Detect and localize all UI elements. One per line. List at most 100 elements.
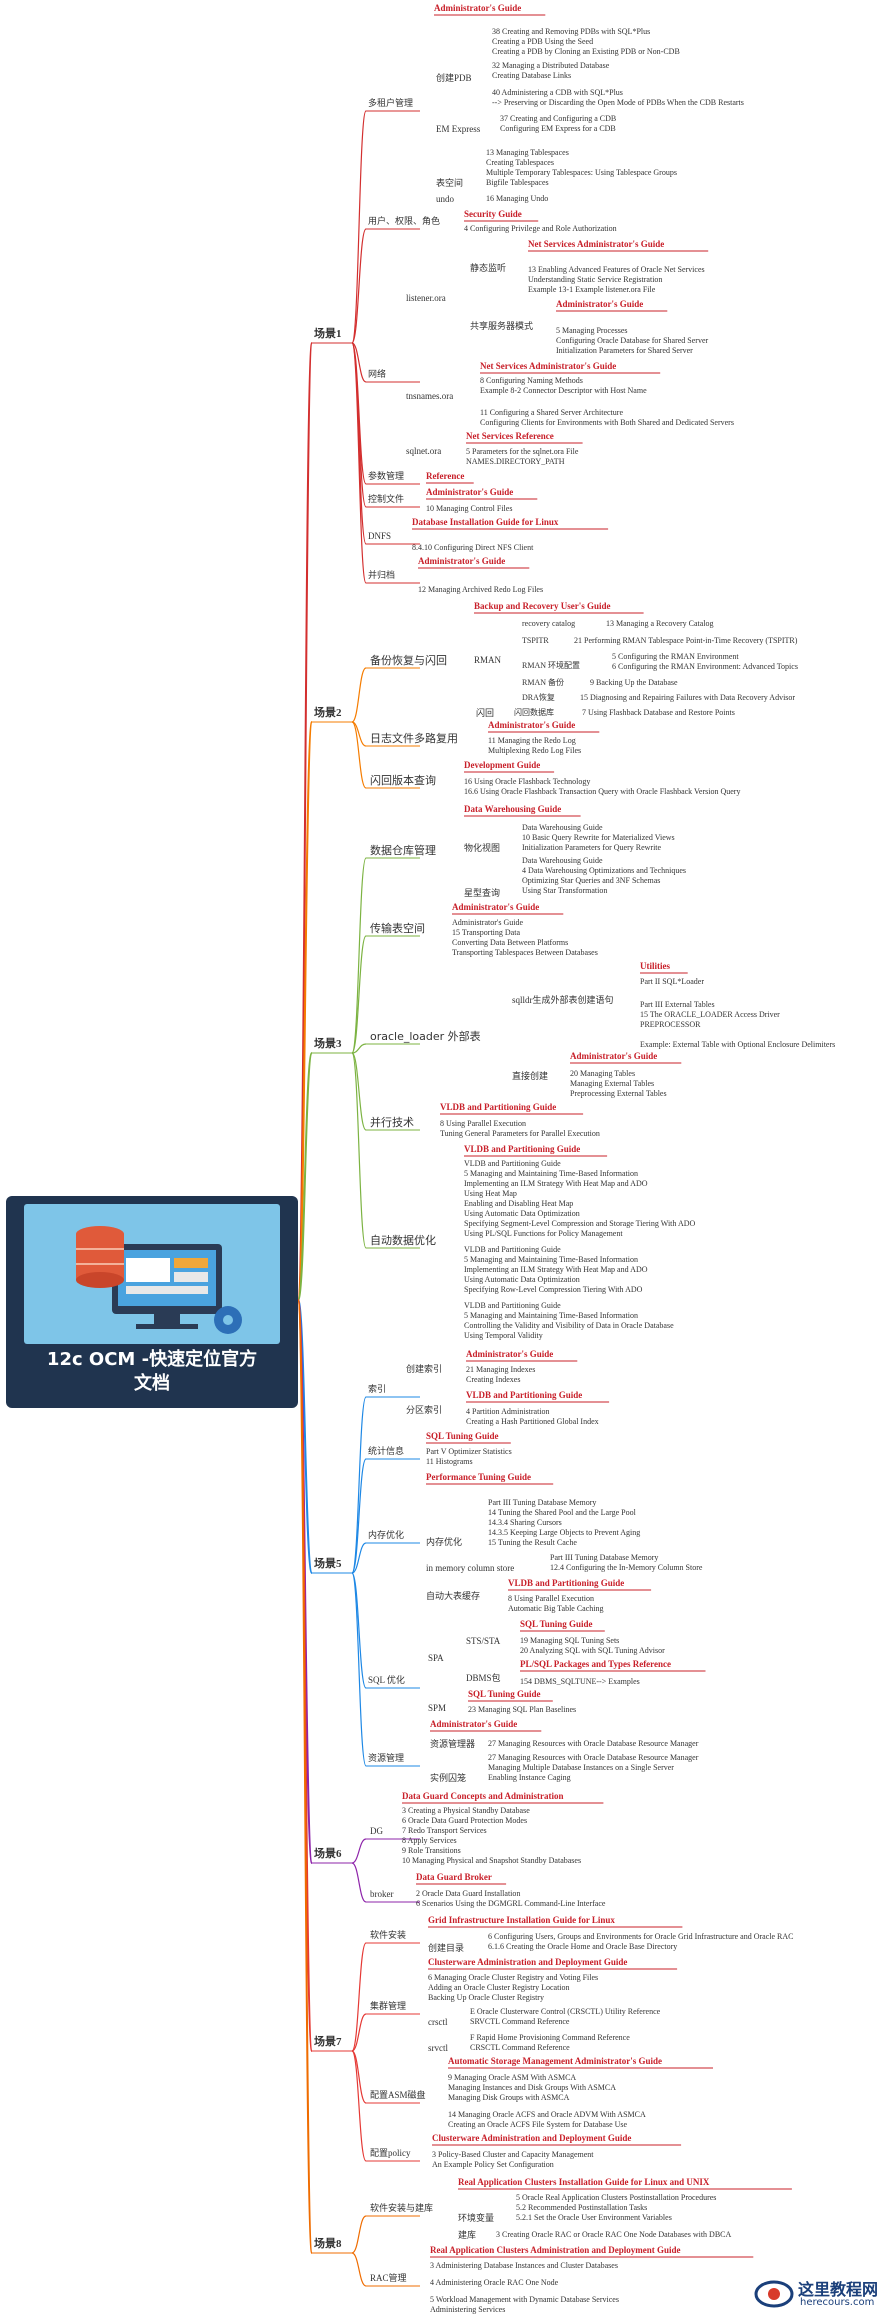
guide-title: Data Guard Concepts and Administration bbox=[402, 1791, 564, 1801]
leaf-label: Creating Database Links bbox=[492, 71, 572, 80]
leaf-label: 14.3.5 Keeping Large Objects to Prevent … bbox=[488, 1528, 641, 1537]
leaf-label: 4 Data Warehousing Optimizations and Tec… bbox=[522, 866, 687, 875]
branch-label: 日志文件多路复用 bbox=[370, 732, 458, 745]
guide-title: VLDB and Partitioning Guide bbox=[464, 1144, 581, 1154]
leaf-label: 11 Configuring a Shared Server Architect… bbox=[480, 408, 623, 417]
branch-label: 场景6 bbox=[314, 1848, 342, 1860]
connector-line bbox=[351, 2215, 367, 2254]
leaf-label: 3 Creating Oracle RAC or Oracle RAC One … bbox=[496, 2230, 732, 2239]
guide-title: Reference bbox=[426, 471, 465, 481]
leaf-label: TSPITR bbox=[522, 636, 549, 645]
leaf-label: 9 Managing Oracle ASM With ASMCA bbox=[448, 2073, 577, 2082]
leaf-label: Using Star Transformation bbox=[522, 886, 608, 895]
leaf-label: Managing Instances and Disk Groups With … bbox=[448, 2083, 616, 2092]
branch-label: 闪回版本查询 bbox=[370, 774, 436, 787]
leaf-label: Adding an Oracle Cluster Registry Locati… bbox=[428, 1983, 570, 1992]
leaf-label: 创建目录 bbox=[428, 1943, 465, 1953]
leaf-label: 8.4.10 Configuring Direct NFS Client bbox=[412, 543, 534, 552]
connector-line bbox=[351, 1458, 367, 1574]
leaf-label: 6 Configuring the RMAN Environment: Adva… bbox=[612, 662, 798, 671]
branch-label: 备份恢复与闪回 bbox=[370, 654, 447, 667]
leaf-label: Data Warehousing Guide bbox=[522, 823, 603, 832]
guide-title: Clusterware Administration and Deploymen… bbox=[432, 2133, 632, 2143]
leaf-label: 用户、权限、角色 bbox=[368, 216, 441, 226]
guide-title: VLDB and Partitioning Guide bbox=[466, 1390, 583, 1400]
leaf-label: 13 Managing a Recovery Catalog bbox=[606, 619, 714, 628]
leaf-label: 5 Parameters for the sqlnet.ora File bbox=[466, 447, 579, 456]
connector-line bbox=[351, 1862, 367, 1903]
leaf-label: 自动大表缓存 bbox=[426, 1591, 481, 1601]
leaf-label: 2 Oracle Data Guard Installation bbox=[416, 1889, 521, 1898]
leaf-label: Implementing an ILM Strategy With Heat M… bbox=[464, 1179, 648, 1188]
leaf-label: Part V Optimizer Statistics bbox=[426, 1447, 512, 1456]
branch-label: 场景2 bbox=[314, 707, 342, 719]
leaf-label: 4 Partition Administration bbox=[466, 1407, 550, 1416]
leaf-label: Using Automatic Data Optimization bbox=[464, 1275, 580, 1284]
watermark-name: 这里教程网 bbox=[798, 2280, 879, 2299]
leaf-label: 11 Managing the Redo Log bbox=[488, 736, 576, 745]
leaf-label: 并归档 bbox=[368, 570, 396, 580]
leaf-label: 实例囚笼 bbox=[430, 1773, 467, 1783]
leaf-label: 15 The ORACLE_LOADER Access Driver bbox=[640, 1010, 780, 1019]
leaf-label: SRVCTL Command Reference bbox=[470, 2017, 570, 2026]
leaf-label: 19 Managing SQL Tuning Sets bbox=[520, 1636, 620, 1645]
leaf-label: Data Warehousing Guide bbox=[522, 856, 603, 865]
root-node: 12c OCM -快速定位官方 文档 bbox=[6, 1196, 298, 1408]
database-monitor-icon bbox=[76, 1226, 242, 1334]
leaf-label: 5 Managing and Maintaining Time-Based In… bbox=[464, 1311, 638, 1320]
leaf-label: RMAN 环境配置 bbox=[522, 661, 581, 670]
leaf-label: 20 Managing Tables bbox=[570, 1069, 636, 1078]
connector-line bbox=[351, 1396, 367, 1574]
leaf-label: VLDB and Partitioning Guide bbox=[464, 1159, 561, 1168]
leaf-label: Creating a Hash Partitioned Global Index bbox=[466, 1417, 599, 1426]
connector-line bbox=[297, 1052, 313, 1301]
guide-title: Administrator's Guide bbox=[556, 299, 644, 309]
leaf-label: Example: External Table with Optional En… bbox=[640, 1040, 836, 1049]
guide-title: Utilities bbox=[640, 961, 670, 971]
leaf-label: Configuring Clients for Environments wit… bbox=[480, 418, 734, 427]
guide-title: Net Services Administrator's Guide bbox=[528, 239, 665, 249]
leaf-label: Initialization Parameters for Shared Ser… bbox=[556, 346, 693, 355]
leaf-label: 6 Scenarios Using the DGMGRL Command-Lin… bbox=[416, 1899, 606, 1908]
connector-line bbox=[351, 228, 367, 344]
leaf-label: 8 Using Parallel Execution bbox=[508, 1594, 594, 1603]
guide-title: Development Guide bbox=[464, 760, 541, 770]
leaf-label: 154 DBMS_SQLTUNE--> Examples bbox=[520, 1677, 640, 1686]
leaf-label: Part III Tuning Database Memory bbox=[550, 1553, 659, 1562]
connector-line bbox=[351, 1838, 367, 1864]
branch-label: 场景8 bbox=[314, 2238, 342, 2250]
guide-title: Net Services Reference bbox=[466, 431, 554, 441]
leaf-label: NAMES.DIRECTORY_PATH bbox=[466, 457, 565, 466]
branch-label: 场景3 bbox=[314, 1038, 342, 1050]
leaf-label: EM Express bbox=[436, 124, 481, 134]
leaf-label: Enabling and Disabling Heat Map bbox=[464, 1199, 574, 1208]
leaf-label: crsctl bbox=[428, 2017, 448, 2027]
leaf-label: 11 Histograms bbox=[426, 1457, 473, 1466]
leaf-label: 15 Tuning the Result Cache bbox=[488, 1538, 577, 1547]
branch-label: 数据仓库管理 bbox=[370, 844, 436, 857]
leaf-label: listener.ora bbox=[406, 293, 446, 303]
branch-label: 传输表空间 bbox=[370, 922, 425, 935]
guide-title: VLDB and Partitioning Guide bbox=[508, 1578, 625, 1588]
leaf-label: RMAN 备份 bbox=[522, 678, 565, 687]
leaf-label: Enabling Instance Caging bbox=[488, 1773, 571, 1782]
guide-title: Administrator's Guide bbox=[418, 556, 506, 566]
guide-title: Administrator's Guide bbox=[488, 720, 576, 730]
leaf-label: 14.3.4 Sharing Cursors bbox=[488, 1518, 562, 1527]
leaf-label: broker bbox=[370, 1889, 394, 1899]
leaf-label: 软件安装 bbox=[370, 1930, 407, 1940]
leaf-label: 创建索引 bbox=[406, 1364, 443, 1374]
connector-line bbox=[297, 1299, 313, 1574]
leaf-label: 8 Using Parallel Execution bbox=[440, 1119, 526, 1128]
leaf-label: 9 Backing Up the Database bbox=[590, 678, 678, 687]
leaf-label: recovery catalog bbox=[522, 619, 576, 628]
leaf-label: srvctl bbox=[428, 2043, 448, 2053]
leaf-label: Backing Up Oracle Cluster Registry bbox=[428, 1993, 544, 2002]
leaf-label: Specifying Segment-Level Compression and… bbox=[464, 1219, 696, 1228]
connector-line bbox=[351, 1052, 367, 1249]
leaf-label: Creating Tablespaces bbox=[486, 158, 554, 167]
connector-line bbox=[351, 1043, 367, 1054]
leaf-label: 闪回 bbox=[476, 708, 495, 718]
leaf-label: 5 Managing and Maintaining Time-Based In… bbox=[464, 1169, 638, 1178]
leaf-label: Managing Multiple Database Instances on … bbox=[488, 1763, 674, 1772]
